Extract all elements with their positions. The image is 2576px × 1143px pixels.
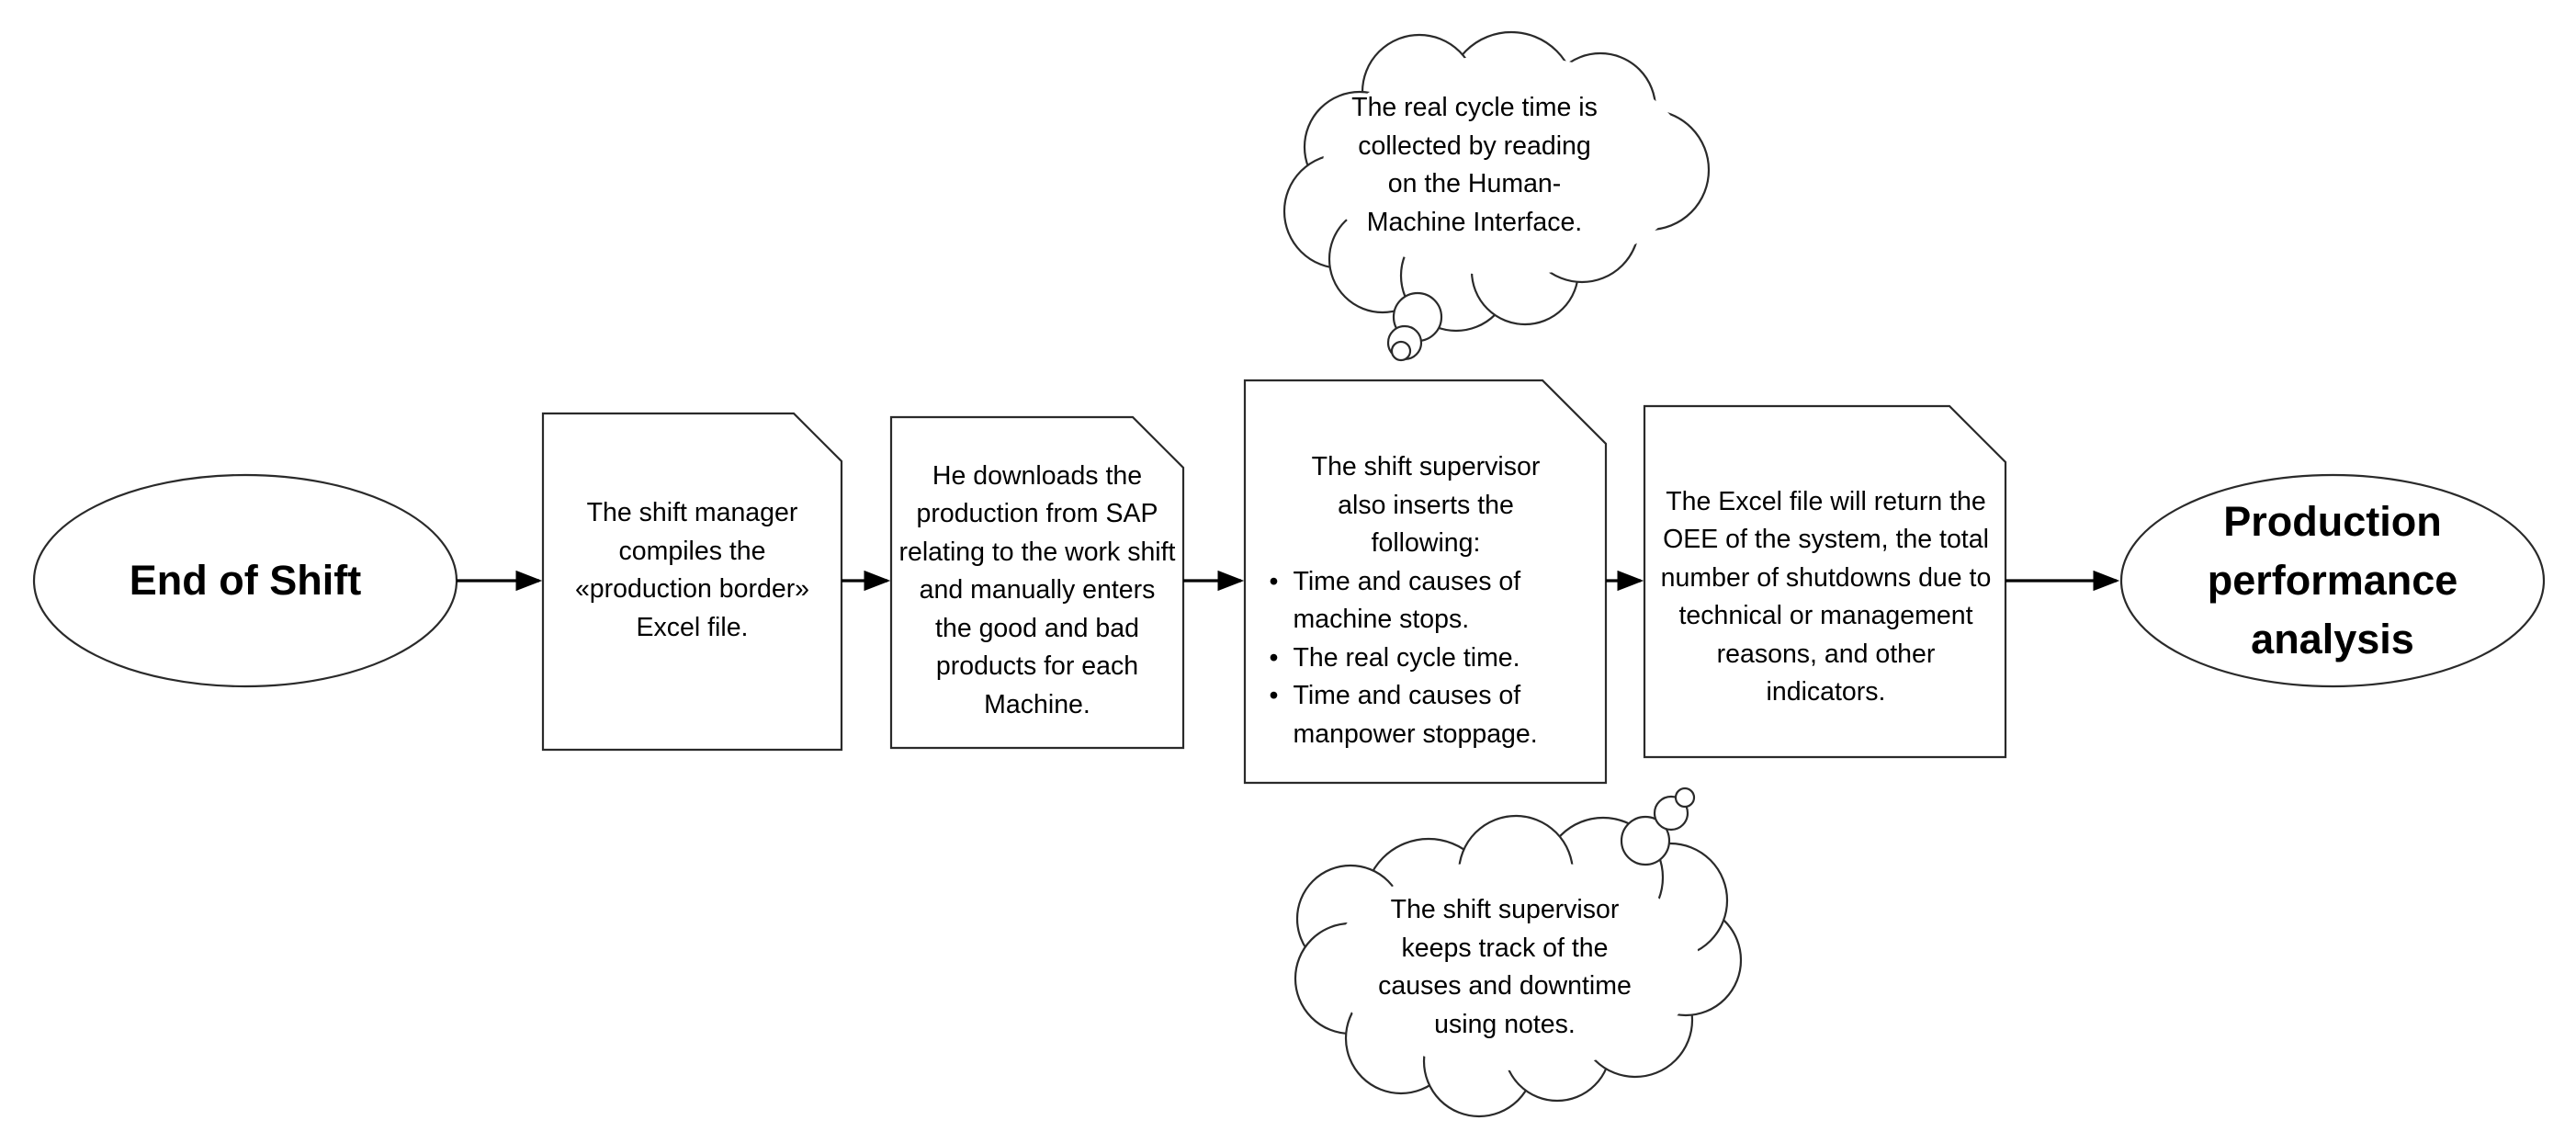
- start-terminal-label: End of Shift: [129, 557, 362, 604]
- end-terminal-label: Production performance analysis: [2207, 498, 2458, 662]
- bottom-note-cloud: [1294, 787, 1743, 1118]
- step-4-text: The Excel file will return the OEE of th…: [1660, 486, 1992, 707]
- step-3-bullet: Time and causes of manpower stoppage.: [1268, 677, 1585, 753]
- step-1-text: The shift manager compiles the «producti…: [574, 498, 810, 642]
- step-3-bullet: The real cycle time.: [1268, 639, 1585, 678]
- bottom-note: The shift supervisor keeps track of the …: [1367, 871, 1643, 1064]
- bottom-note-text: The shift supervisor keeps track of the …: [1378, 895, 1632, 1039]
- step-3-bullet-list: Time and causes of machine stops. The re…: [1268, 563, 1585, 754]
- top-note: The real cycle time is collected by read…: [1341, 64, 1608, 266]
- top-note-cloud: [1282, 30, 1711, 362]
- step-3-bullet: Time and causes of machine stops.: [1268, 563, 1585, 639]
- step-1-shape: [541, 412, 843, 752]
- step-4-box: The Excel file will return the OEE of th…: [1654, 450, 1998, 744]
- step-2-shape: [889, 415, 1185, 750]
- step-1-box: The shift manager compiles the «producti…: [548, 432, 837, 709]
- start-terminal: End of Shift: [62, 507, 429, 654]
- step-3-box: The shift supervisor also inserts the fo…: [1251, 436, 1600, 766]
- end-terminal: Production performance analysis: [2149, 480, 2516, 682]
- step-2-text: He downloads the production from SAP rel…: [898, 460, 1176, 719]
- top-note-text: The real cycle time is collected by read…: [1351, 93, 1598, 237]
- step-4-shape: [1643, 404, 2007, 759]
- step-3-intro: The shift supervisor also inserts the fo…: [1311, 452, 1541, 558]
- step-2-box: He downloads the production from SAP rel…: [893, 437, 1181, 744]
- end-terminal-shape: [2119, 473, 2546, 688]
